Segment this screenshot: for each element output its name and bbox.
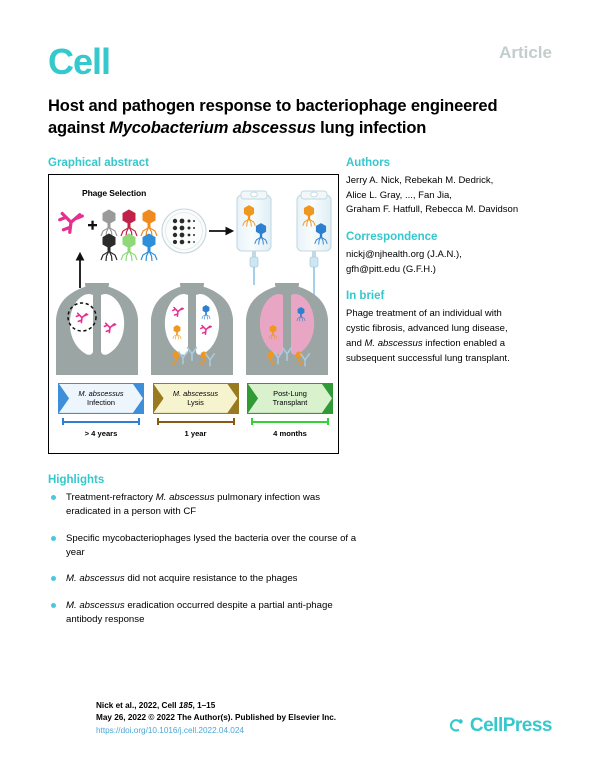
in-brief-line: cystic fibrosis, advanced lung disease, [346,323,508,335]
stage-infection: M. abscessus Infection > 4 years [58,382,144,438]
correspondence-email: nickj@njhealth.org (J.A.N.), [346,249,462,261]
author-line: Jerry A. Nick, Rebekah M. Dedrick, [346,174,494,186]
citation-block: Nick et al., 2022, Cell 185, 1–15 May 26… [96,700,336,737]
list-item: M. abscessus eradication occurred despit… [48,599,358,628]
timeline-banner-row: M. abscessus Infection > 4 years [58,382,333,438]
bullet-icon [51,576,56,582]
in-brief-line: and M. abscessus infection enabled a [346,337,505,349]
in-brief-heading: In brief [346,290,385,303]
graphical-abstract-scene [56,190,332,375]
stage-0-duration: > 4 years [84,428,118,438]
stage-2-duration: 4 months [273,428,307,438]
stage-0-line1: M. abscessus [78,389,124,399]
phage-library-group [100,209,158,262]
correspondence-block: Correspondence nickj@njhealth.org (J.A.N… [346,231,552,277]
in-brief-line: Phage treatment of an individual with [346,308,502,320]
title-species-italic: Mycobacterium abscessus [109,118,316,137]
iv-bag-2 [296,190,332,301]
bullet-icon [51,494,56,500]
stage-2-line1: Post-Lung [273,389,307,399]
stage-1-line1: M. abscessus [172,389,219,399]
highlights-heading: Highlights [48,473,105,486]
article-type-label: Article [499,43,552,62]
list-item: M. abscessus did not acquire resistance … [48,572,358,586]
metadata-column: Authors Jerry A. Nick, Rebekah M. Dedric… [346,157,552,454]
list-item: Treatment-refractory M. abscessus pulmon… [48,491,358,520]
bullet-icon [51,602,56,608]
stage-transplant: Post-Lung Transplant 4 months [247,382,333,438]
arrow-right-icon [209,226,235,236]
page-footer: Nick et al., 2022, Cell 185, 1–15 May 26… [96,700,553,737]
title-part-1: Host and pathogen response to bacterioph… [48,97,498,137]
arrow-up-icon [75,251,85,288]
content-columns: Graphical abstract Phage Selection [48,157,552,454]
in-brief-line: subsequent successful lung transplant. [346,352,510,364]
correspondence-email: gfh@pitt.edu (G.F.H.) [346,263,436,275]
list-item: Specific mycobacteriophages lysed the ba… [48,532,358,561]
iv-bag-1 [236,190,272,285]
highlights-list: Treatment-refractory M. abscessus pulmon… [48,491,358,628]
page-header: Cell Article [48,0,552,86]
page-title: Host and pathogen response to bacterioph… [48,96,552,140]
citation-line: Nick et al., 2022, Cell 185, 1–15 [96,701,216,711]
authors-heading: Authors [346,156,391,169]
in-brief-block: In brief Phage treatment of an individua… [346,290,552,366]
stage-0-timeline-bar [62,418,140,426]
stage-2-line2: Transplant [272,398,308,408]
stage-0-line2: Infection [87,398,115,408]
stage-2-timeline-bar [251,418,329,426]
stage-1-timeline-bar [156,418,235,426]
authors-block: Authors Jerry A. Nick, Rebekah M. Dedric… [346,157,552,218]
stage-lysis: M. abscessus Lysis 1 year [152,382,239,438]
stage-1-duration: 1 year [184,428,207,438]
torso-infection [56,282,138,375]
author-line: Alice L. Gray, ..., Fan Jia, [346,189,452,201]
cellpress-mark-icon [449,719,463,732]
copyright-line: May 26, 2022 © 2022 The Author(s). Publi… [96,713,337,723]
title-part-2: lung infection [315,118,427,137]
stage-1-line2: Lysis [187,398,204,408]
doi-link[interactable]: https://doi.org/10.1016/j.cell.2022.04.0… [96,725,244,735]
graphical-abstract-column: Graphical abstract Phage Selection [48,157,344,454]
plus-sign-icon [88,220,97,230]
cellpress-logo: CellPress [446,715,553,737]
graphical-abstract-figure: Phage Selection [48,173,339,454]
highlights-section: Highlights Treatment-refractory M. absce… [48,474,358,628]
cellpress-wordmark: CellPress [469,715,553,736]
torso-lysis [151,282,233,375]
author-line: Graham F. Hatfull, Rebecca M. Davidson [346,204,519,216]
cell-journal-logo: Cell [48,41,111,82]
petri-dish-icon [161,208,207,254]
graphical-abstract-heading: Graphical abstract [48,156,149,169]
correspondence-heading: Correspondence [346,231,438,244]
bullet-icon [51,535,56,541]
phage-selection-title: Phage Selection [82,187,147,198]
torso-post-transplant [246,282,328,375]
bacteria-icon [58,211,84,234]
